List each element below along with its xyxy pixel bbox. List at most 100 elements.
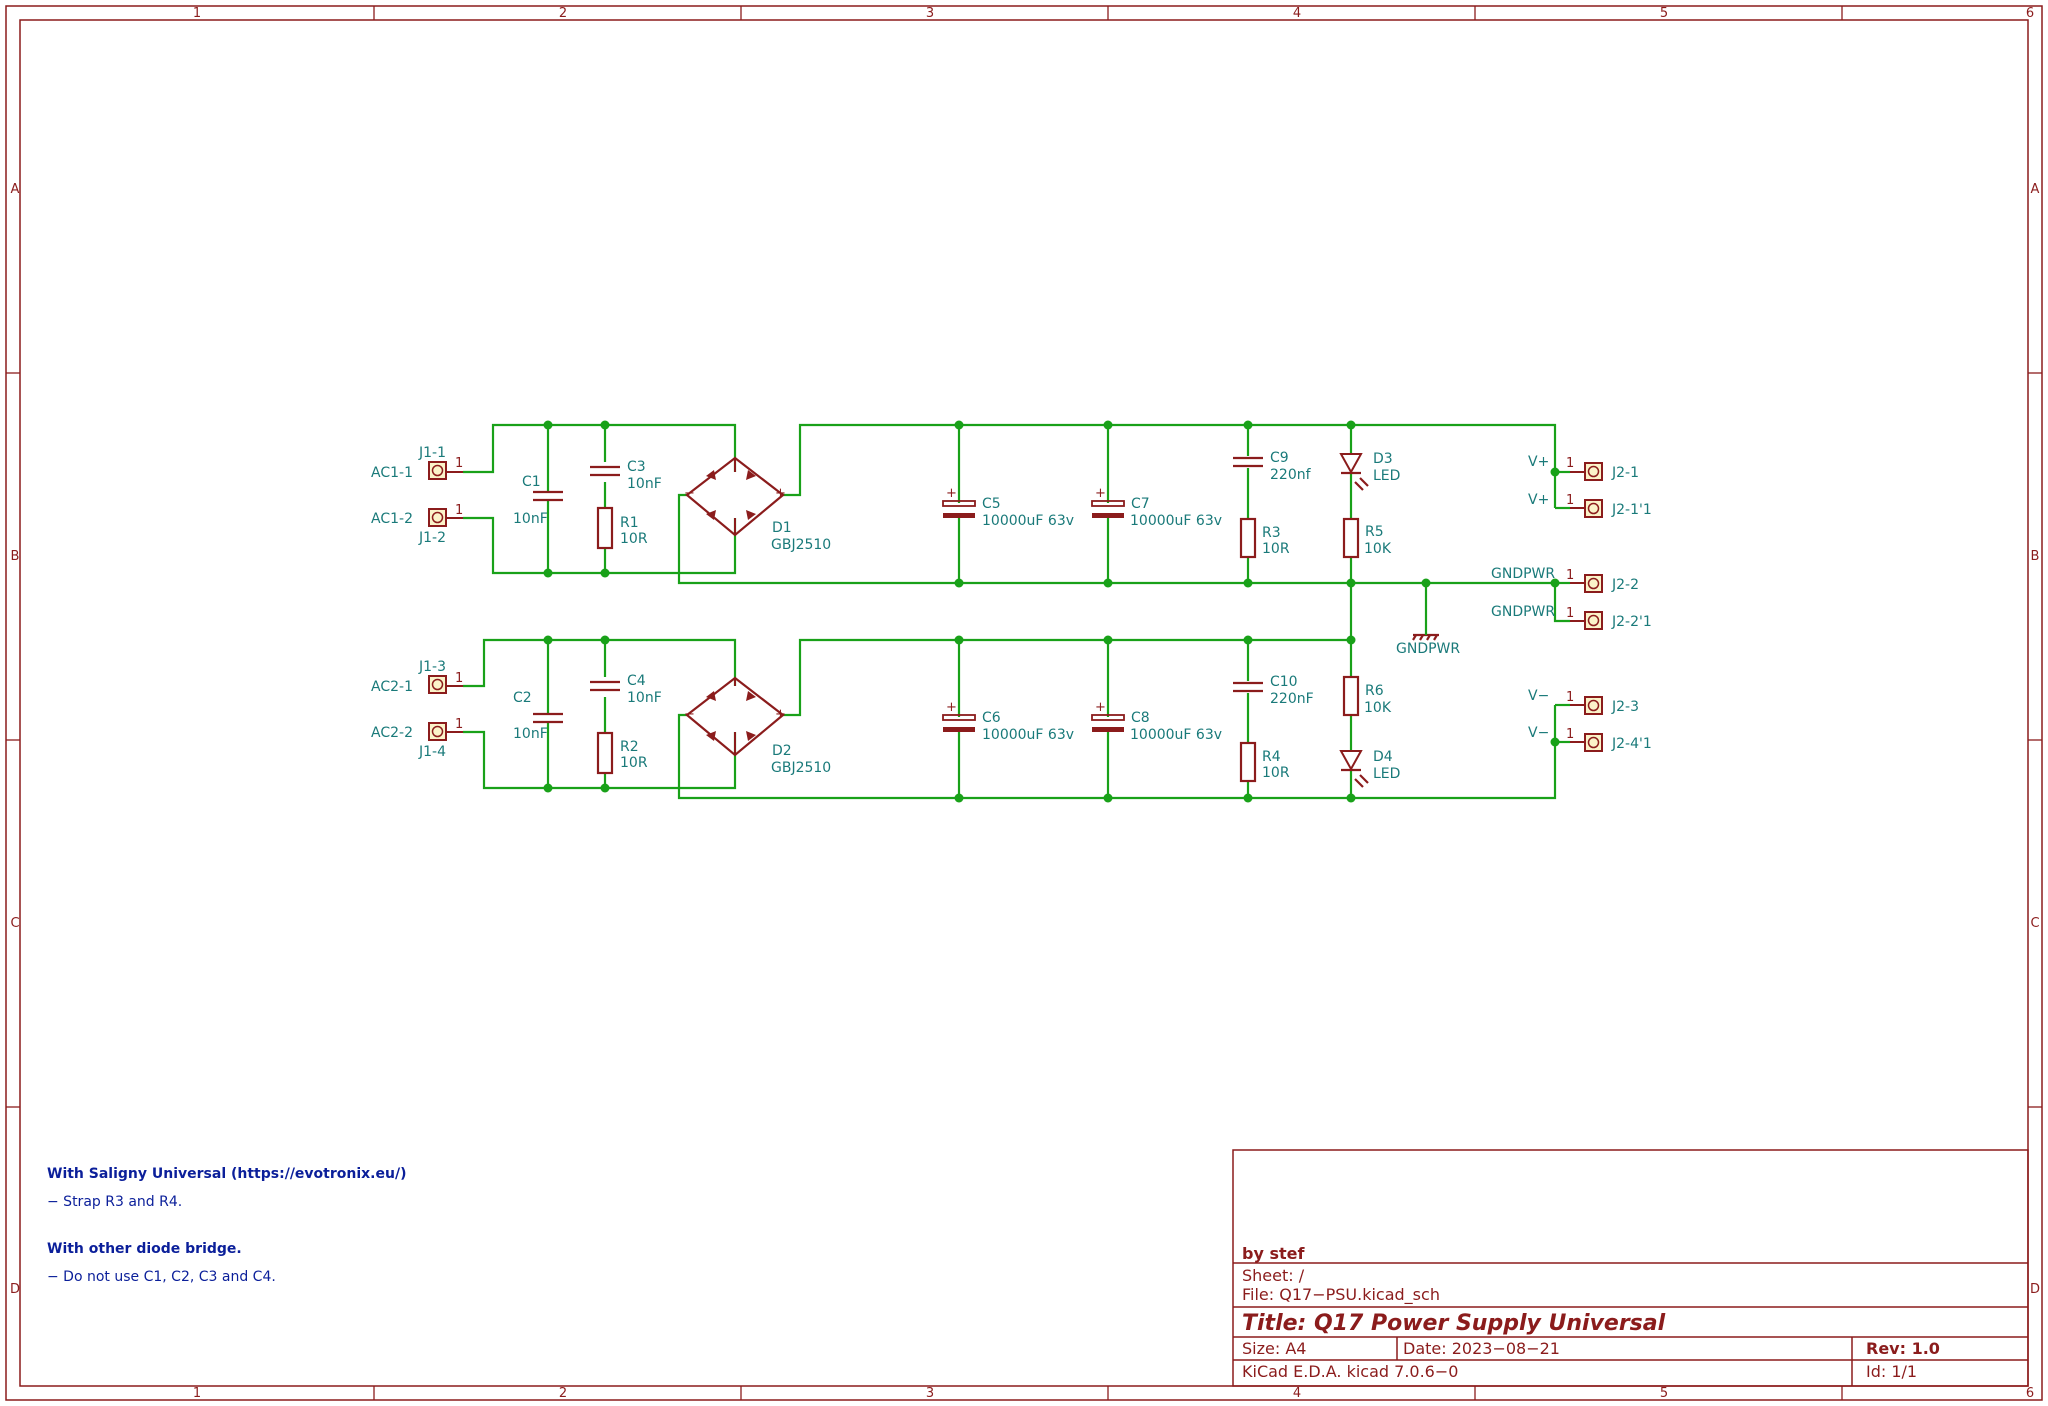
value-d1: GBJ2510: [771, 537, 831, 553]
ref-j2-1: J2-1: [1611, 465, 1639, 481]
col-label: 4: [1293, 6, 1301, 21]
row-label: D: [2030, 1282, 2040, 1297]
col-label: 1: [193, 1386, 201, 1401]
notes: With Saligny Universal (https://evotroni…: [47, 1166, 406, 1285]
plus-sign: +: [1095, 700, 1106, 715]
pin-number: 1: [1566, 606, 1574, 621]
value-r3: 10R: [1262, 541, 1290, 557]
plus-sign: +: [946, 486, 957, 501]
tb-title: Title: Q17 Power Supply Universal: [1242, 1311, 1666, 1336]
resistor-r5: R5 10K: [1342, 517, 1392, 559]
connector-j2-2b: GNDPWR 1 J2-2'1: [1491, 604, 1652, 630]
col-label: 3: [926, 1386, 934, 1401]
plus-sign: +: [775, 707, 786, 722]
net-ac1-1: AC1-1: [371, 465, 413, 481]
capacitor-c9: C9 220nf: [1233, 450, 1312, 483]
note-heading-saligny: With Saligny Universal (https://evotroni…: [47, 1166, 406, 1182]
pin-number: 1: [455, 717, 463, 732]
value-r1: 10R: [620, 531, 648, 547]
net-ac1-2: AC1-2: [371, 511, 413, 527]
ref-c7: C7: [1131, 496, 1150, 512]
pin-number: 1: [455, 503, 463, 518]
ref-r6: R6: [1365, 683, 1384, 699]
tb-author: by stef: [1242, 1244, 1305, 1263]
ref-j1-2: J1-2: [418, 530, 446, 546]
junctions: [543, 420, 1560, 803]
capacitor-c2: C2 10nF: [513, 690, 563, 742]
col-label: 6: [2026, 1386, 2034, 1401]
tb-size: Size: A4: [1242, 1339, 1306, 1358]
col-label: 4: [1293, 1386, 1301, 1401]
ref-r5: R5: [1365, 524, 1384, 540]
net-gndpwr: GNDPWR: [1491, 566, 1555, 582]
ref-c1: C1: [522, 474, 541, 490]
net-gndpwr: GNDPWR: [1491, 604, 1555, 620]
capacitor-c7: + C7 10000uF 63v: [1091, 486, 1222, 529]
ref-r2: R2: [620, 739, 639, 755]
connector-j1-1: 1 J1-1 AC1-1: [371, 445, 463, 481]
capacitor-c5: + C5 10000uF 63v: [942, 486, 1074, 529]
ref-j2-3: J2-3: [1611, 699, 1639, 715]
connector-j2-1b: V+ 1 J2-1'1: [1528, 492, 1652, 518]
connector-j2-4: V− 1 J2-4'1: [1528, 725, 1652, 752]
tb-rev: Rev: 1.0: [1866, 1339, 1940, 1358]
resistor-r4: R4 10R: [1239, 741, 1290, 783]
ref-c6: C6: [982, 710, 1001, 726]
net-vplus: V+: [1528, 454, 1549, 470]
gnd-label: GNDPWR: [1396, 641, 1460, 657]
value-c5: 10000uF 63v: [982, 513, 1074, 529]
value-c10: 220nF: [1270, 691, 1314, 707]
ref-c3: C3: [627, 459, 646, 475]
row-label: A: [11, 182, 20, 197]
ref-j1-3: J1-3: [418, 659, 446, 675]
value-d3: LED: [1373, 468, 1400, 484]
col-label: 1: [193, 6, 201, 21]
ref-d4: D4: [1373, 749, 1393, 765]
tb-id: Id: 1/1: [1866, 1362, 1917, 1381]
value-c8: 10000uF 63v: [1130, 727, 1222, 743]
ref-j2-1b: J2-1'1: [1611, 502, 1652, 518]
row-label: A: [2031, 182, 2040, 197]
ref-r3: R3: [1262, 525, 1281, 541]
ref-d2: D2: [772, 743, 792, 759]
pin-number: 1: [455, 456, 463, 471]
value-r6: 10K: [1364, 700, 1392, 716]
connector-j1-4: 1 J1-4 AC2-2: [371, 717, 463, 760]
plus-sign: +: [775, 486, 786, 501]
title-block: by stef Sheet: / File: Q17−PSU.kicad_sch…: [1232, 1149, 2029, 1387]
note-strap: − Strap R3 and R4.: [47, 1194, 182, 1210]
connector-j2-1: V+ 1 J2-1: [1528, 454, 1639, 481]
tb-sheet: Sheet: /: [1242, 1266, 1305, 1285]
col-label: 2: [559, 1386, 567, 1401]
value-c4: 10nF: [627, 690, 662, 706]
tb-date: Date: 2023−08−21: [1403, 1339, 1560, 1358]
ref-c2: C2: [513, 690, 532, 706]
capacitor-c3: C3 10nF: [590, 459, 662, 492]
ref-r1: R1: [620, 515, 639, 531]
note-heading-other: With other diode bridge.: [47, 1241, 242, 1257]
ref-j2-2b: J2-2'1: [1611, 614, 1652, 630]
ref-c10: C10: [1270, 674, 1298, 690]
value-d2: GBJ2510: [771, 760, 831, 776]
pin-number: 1: [1566, 456, 1574, 471]
capacitor-c1: C1 10nF: [513, 474, 563, 527]
value-c2: 10nF: [513, 726, 548, 742]
wires: [463, 423, 1570, 800]
value-c9: 220nf: [1270, 467, 1312, 483]
value-r5: 10K: [1364, 541, 1392, 557]
plus-sign: +: [946, 700, 957, 715]
resistor-r2: R2 10R: [596, 731, 648, 775]
ref-j1-4: J1-4: [418, 744, 446, 760]
bridge-d1: − + D1 GBJ2510: [684, 456, 831, 553]
ref-d3: D3: [1373, 451, 1393, 467]
connector-j2-2: GNDPWR 1 J2-2: [1491, 566, 1639, 593]
connector-j1-2: 1 J1-2 AC1-2: [371, 503, 463, 546]
value-r4: 10R: [1262, 765, 1290, 781]
ref-c9: C9: [1270, 450, 1289, 466]
led-d3: D3 LED: [1339, 451, 1400, 491]
connector-j1-3: 1 J1-3 AC2-1: [371, 659, 463, 695]
ref-j2-4: J2-4'1: [1611, 736, 1652, 752]
pin-number: 1: [455, 671, 463, 686]
value-r2: 10R: [620, 755, 648, 771]
